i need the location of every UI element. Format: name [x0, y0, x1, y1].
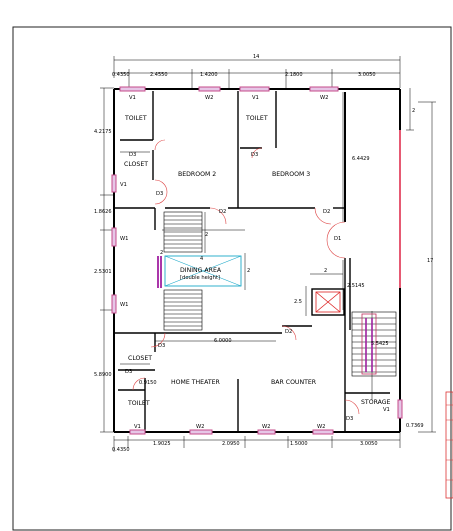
- lift-shaft: [315, 291, 341, 313]
- exterior-walls: [113, 88, 401, 433]
- room-closet-top: CLOSET: [124, 161, 148, 168]
- tag-d3-d: D3: [158, 343, 165, 349]
- dim-bottom-3: 1.5000: [290, 441, 308, 447]
- dim-top-1: 2.4550: [150, 72, 168, 78]
- dim-mid-6: 6.0000: [214, 338, 232, 344]
- dining-void: [164, 255, 242, 287]
- dim-lift-2: 2: [324, 268, 327, 274]
- title-block: [445, 391, 453, 499]
- tag-d1: D1: [334, 236, 341, 242]
- dim-lift-25145: 2.5145: [347, 283, 365, 289]
- dim-top-left-edge: 0.4350: [112, 72, 130, 78]
- dim-lift-25: 2.5: [294, 299, 302, 305]
- tag-d3-a: D3: [129, 152, 136, 158]
- dim-top-3: 2.1800: [285, 72, 303, 78]
- sheet-border: [12, 26, 452, 531]
- dim-bottom-left-edge: 0.4350: [112, 447, 130, 453]
- dim-right-top: 2: [412, 108, 415, 114]
- tag-w2-b: W2: [320, 95, 328, 101]
- dim-top-4: 3.0050: [358, 72, 376, 78]
- dim-bottom-4: 3.0050: [360, 441, 378, 447]
- tag-d3-f: D3: [346, 416, 353, 422]
- room-bar-counter: BAR COUNTER: [271, 379, 317, 386]
- tag-w1-a: W1: [120, 236, 128, 242]
- dim-overall-height: 17: [427, 258, 433, 264]
- stair-left-handrail: [157, 256, 162, 288]
- dim-right-1: 6.4429: [352, 156, 370, 162]
- tag-w2-c: W2: [196, 424, 204, 430]
- room-toilet-top-left: TOILET: [124, 115, 147, 122]
- room-dining-area: DINING AREA: [180, 267, 222, 274]
- doors: [132, 139, 360, 415]
- dimension-lines: [100, 56, 436, 452]
- dim-left-1: 4.2175: [94, 129, 112, 135]
- room-dining-subtitle: [double height]: [180, 275, 220, 281]
- tag-w2-e: W2: [317, 424, 325, 430]
- tag-w2-a: W2: [205, 95, 213, 101]
- dim-closet-9150: 0.9150: [139, 380, 157, 386]
- dim-top-2: 1.4200: [200, 72, 218, 78]
- dim-left-4: 5.8900: [94, 372, 112, 378]
- dim-stair-2b: 2: [247, 268, 250, 274]
- room-bedroom-3: BEDROOM 3: [272, 171, 310, 178]
- dim-stair-2a: 2: [205, 232, 208, 238]
- tag-d3-b: D3: [251, 152, 258, 158]
- dim-left-2: 1.8626: [94, 209, 112, 215]
- room-toilet-top-mid: TOILET: [245, 115, 268, 122]
- dim-left-3: 2.5301: [94, 269, 112, 275]
- tag-v1-e: V1: [383, 407, 390, 413]
- closet-rods: [120, 151, 150, 365]
- room-closet-bottom: CLOSET: [128, 355, 152, 362]
- tag-v1-c: V1: [120, 182, 127, 188]
- stair-left: [163, 211, 203, 331]
- dim-right-7369: 0.7369: [406, 423, 424, 429]
- tag-d2-c: D2: [285, 329, 292, 335]
- dim-overall-width: 14: [253, 54, 259, 60]
- room-home-theater: HOME THEATER: [171, 379, 221, 386]
- dim-stair-4: 4: [200, 256, 203, 262]
- tag-v1-d: V1: [134, 424, 141, 430]
- windows: [111, 86, 403, 435]
- room-toilet-bottom: TOILET: [127, 400, 150, 407]
- dim-dining-2: 2: [160, 250, 163, 256]
- stair-right: [351, 311, 397, 377]
- tag-w1-b: W1: [120, 302, 128, 308]
- tag-v1-b: V1: [252, 95, 259, 101]
- room-storage: STORAGE: [361, 399, 391, 406]
- tag-w2-d: W2: [262, 424, 270, 430]
- dim-bottom-1: 1.9025: [153, 441, 171, 447]
- tag-d3-c: D3: [156, 191, 163, 197]
- stair-right-handrail: [361, 313, 377, 375]
- dim-bottom-2: 2.0950: [222, 441, 240, 447]
- tag-d2-b: D2: [323, 209, 330, 215]
- room-bedroom-2: BEDROOM 2: [178, 171, 216, 178]
- tag-v1-a: V1: [129, 95, 136, 101]
- tag-d3-e: D3: [125, 369, 132, 375]
- tag-d2-a: D2: [219, 209, 226, 215]
- dim-right-5425: 5.5425: [371, 341, 389, 347]
- interior-walls: [114, 91, 390, 432]
